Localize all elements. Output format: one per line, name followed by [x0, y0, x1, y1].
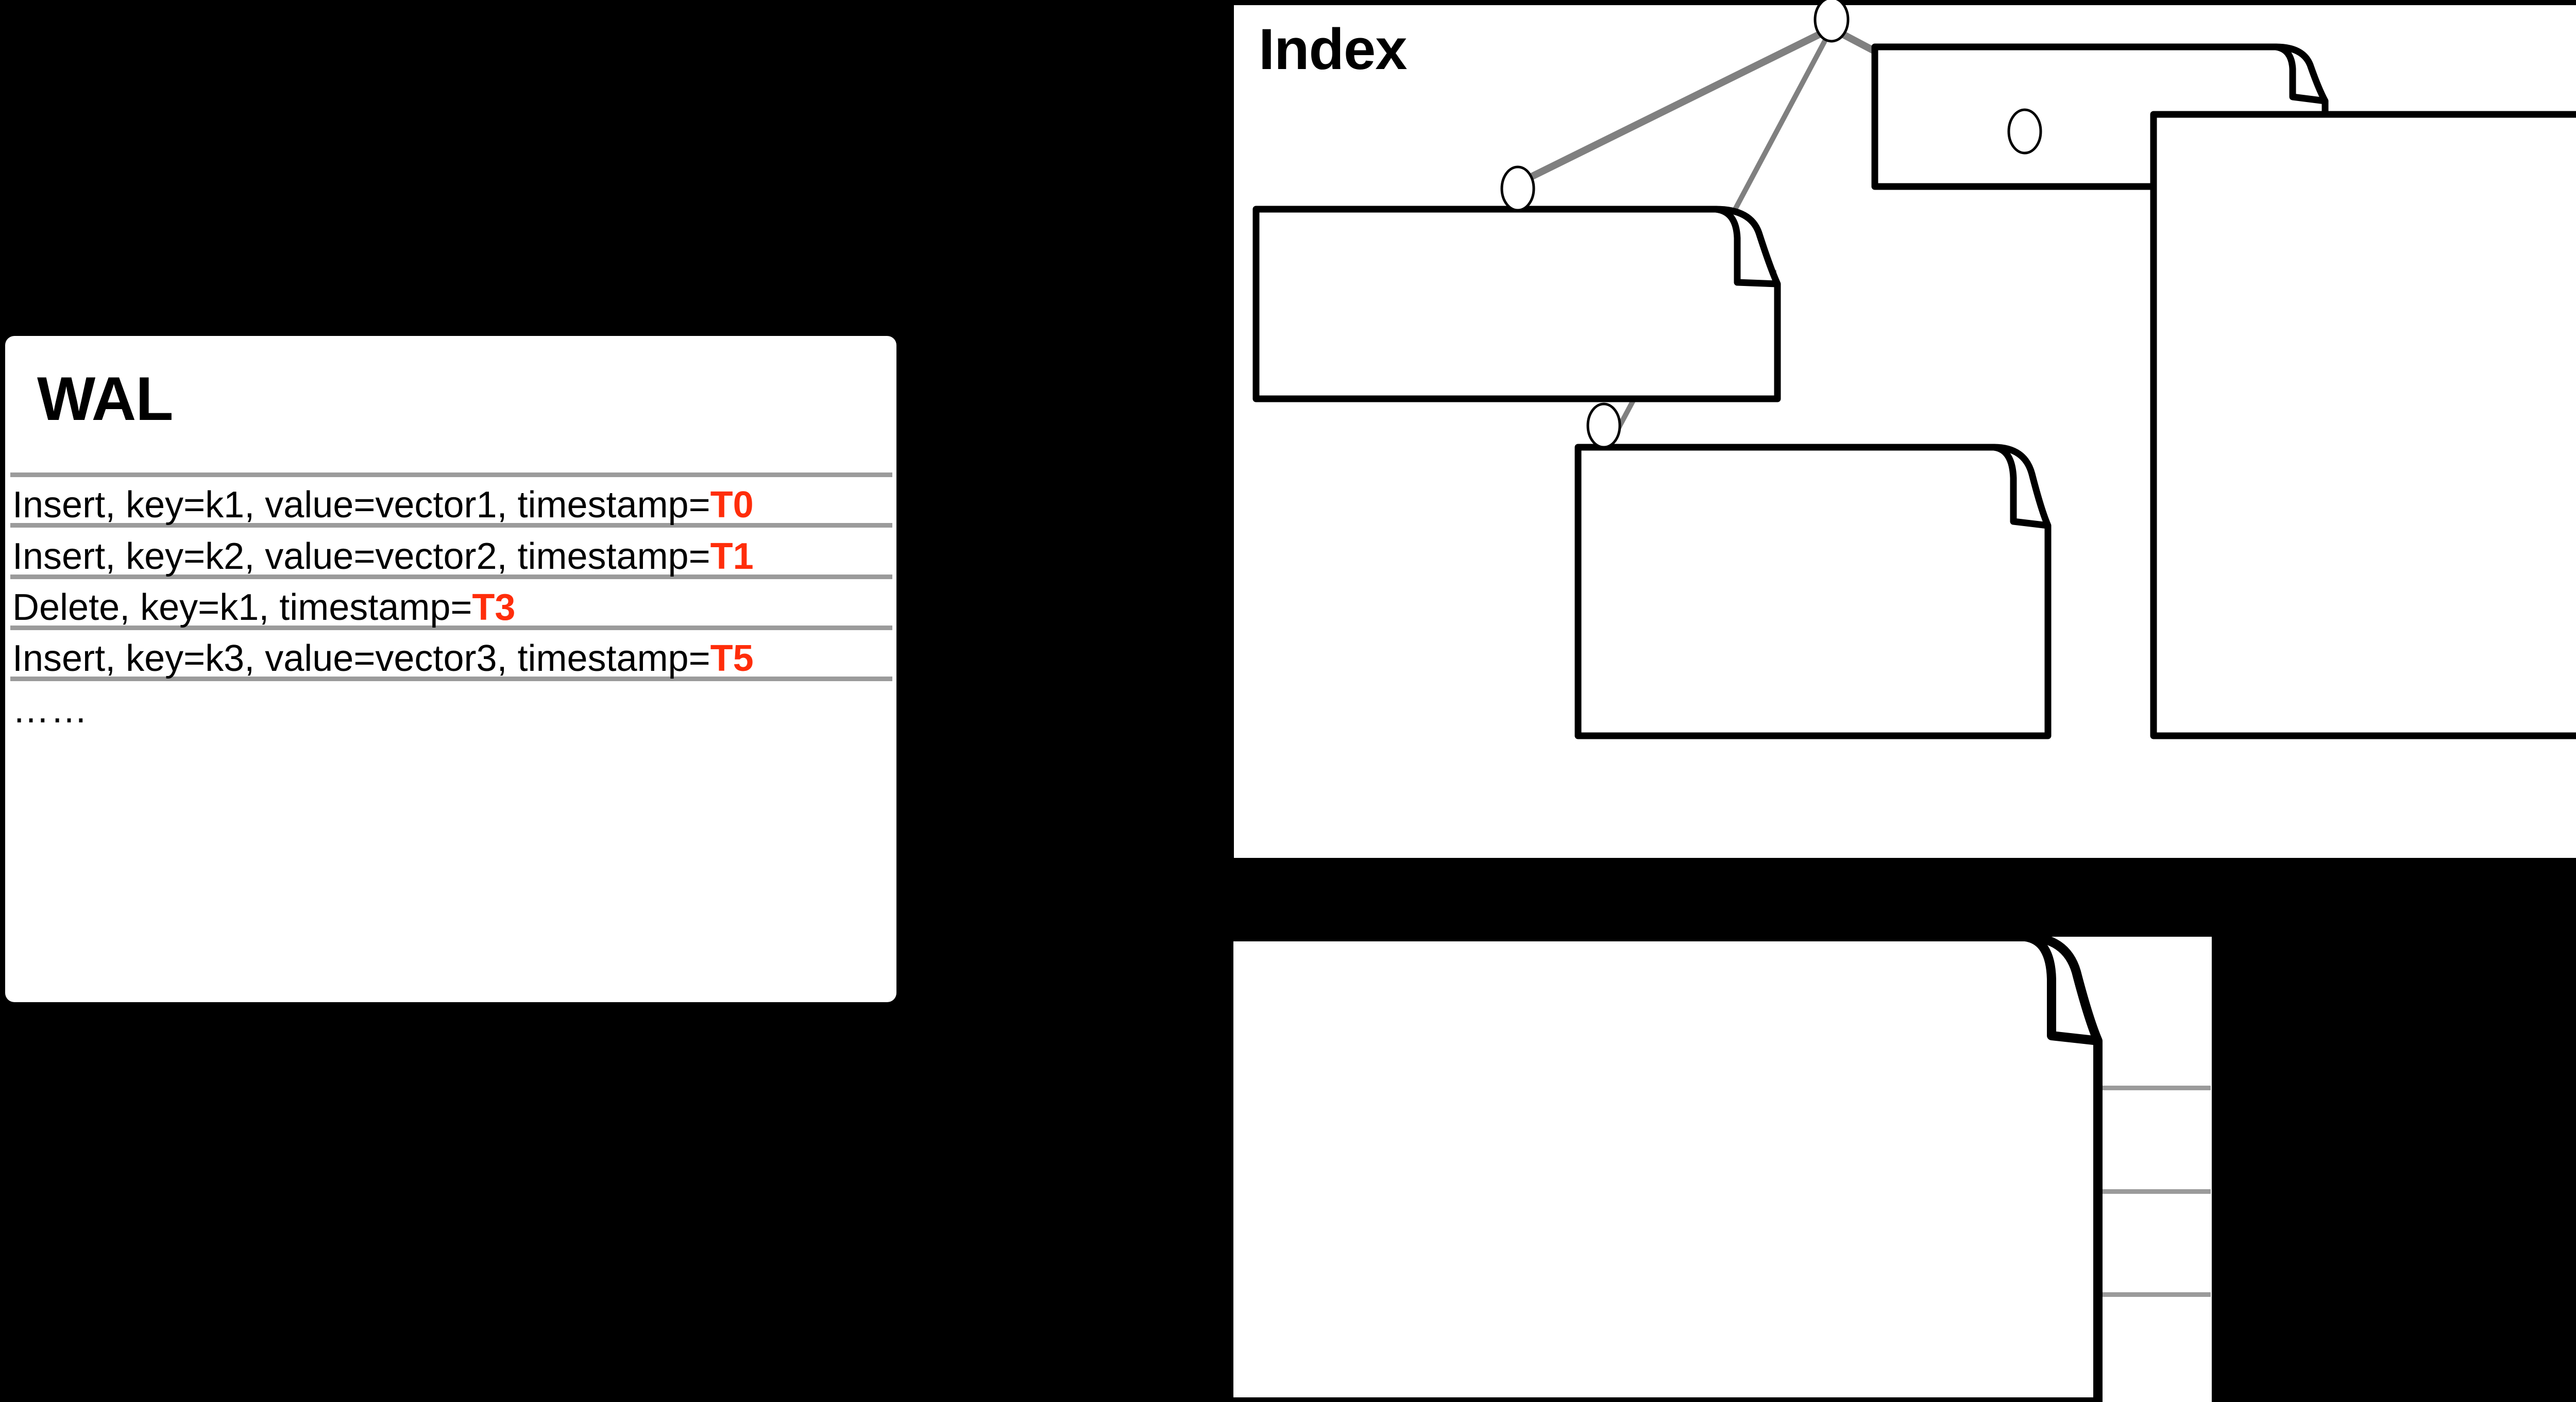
wal-row-text: Insert, key=k2, value=vector2, timestamp… — [12, 536, 710, 577]
index-node-k1-outline — [1252, 206, 1781, 402]
wal-title: WAL — [37, 364, 174, 433]
wal-rule — [10, 677, 892, 681]
delete-log-outline — [2150, 111, 2576, 739]
wal-row-text: Insert, key=k1, value=vector1, timestamp… — [12, 484, 710, 526]
wal-panel: WAL Insert, key=k1, value=vector1, times… — [5, 336, 896, 1002]
wal-row-timestamp: T1 — [710, 536, 754, 577]
tree-node-root[interactable] — [1814, 0, 1850, 43]
tree-node-child-right[interactable] — [2007, 108, 2042, 155]
wal-row: Delete, key=k1, timestamp=T3 — [12, 589, 515, 626]
index-tree-nodes — [1500, 0, 2042, 449]
tree-edge-root-left — [1517, 25, 1834, 187]
index-node-k2-k3-outline — [1574, 444, 2052, 739]
tree-node-child-bottom[interactable] — [1586, 402, 1621, 449]
wal-row: Insert, key=k3, value=vector3, timestamp… — [12, 640, 754, 677]
wal-row-timestamp: T5 — [710, 638, 754, 679]
tree-node-child-left[interactable] — [1500, 165, 1535, 212]
wal-row-timestamp: T0 — [710, 484, 754, 526]
index-title: Index — [1259, 17, 1408, 81]
wal-row-text: Insert, key=k3, value=vector3, timestamp… — [12, 638, 710, 679]
wal-row: Insert, key=k2, value=vector2, timestamp… — [12, 538, 754, 575]
wal-rule — [10, 626, 892, 630]
wal-rule — [10, 472, 892, 477]
wal-ellipsis: …… — [12, 689, 89, 731]
wal-rule — [10, 523, 892, 528]
wal-row: Insert, key=k1, value=vector1, timestamp… — [12, 486, 754, 523]
bin-log-outline — [1224, 932, 2103, 1402]
wal-rule — [10, 575, 892, 579]
wal-row-timestamp: T3 — [472, 587, 516, 628]
wal-row-text: Delete, key=k1, timestamp= — [12, 587, 472, 628]
